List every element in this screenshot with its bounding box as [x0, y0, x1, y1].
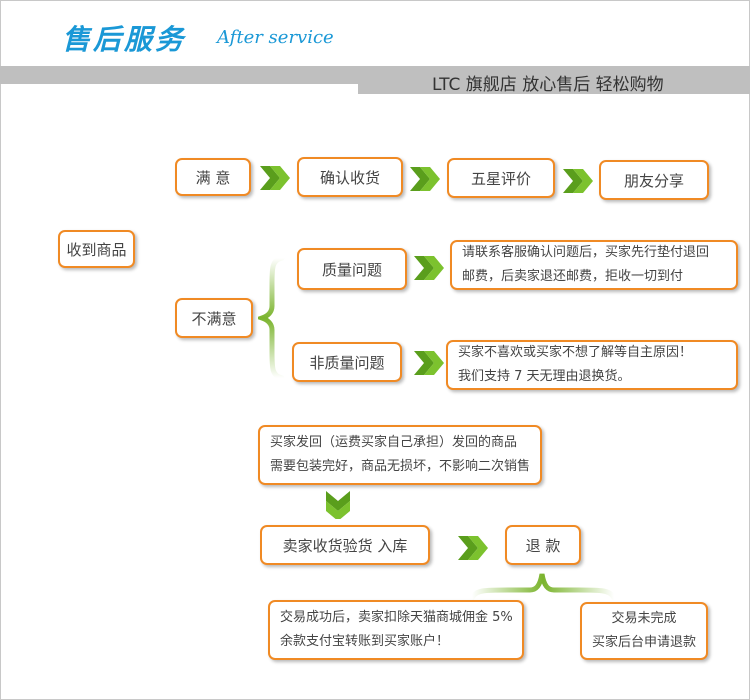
incomplete-note-line2: 买家后台申请退款 — [591, 635, 696, 650]
quality-note-line2: 邮费，后卖家退还邮费，拒收一切到付 — [462, 269, 684, 284]
page-subtitle: After service — [217, 27, 334, 48]
satisfied-label: 满 意 — [195, 168, 231, 187]
bottom-brace-icon — [469, 573, 617, 601]
share-friends-label: 朋友分享 — [623, 171, 684, 190]
return-note-line1: 买家发回（运费买家自己承担）发回的商品 — [270, 435, 518, 450]
seller-inspect-box: 卖家收货验货 入库 — [260, 525, 430, 565]
received-goods-label: 收到商品 — [66, 240, 127, 259]
double-chevron-icon — [260, 166, 290, 190]
incomplete-note-line1: 交易未完成 — [611, 611, 677, 626]
refund-label: 退 款 — [525, 536, 561, 555]
double-chevron-down-icon — [326, 491, 350, 519]
incomplete-note-box: 交易未完成 买家后台申请退款 — [580, 602, 708, 660]
satisfied-box: 满 意 — [175, 158, 251, 196]
header-banner-tab — [358, 66, 750, 94]
confirm-receipt-box: 确认收货 — [297, 157, 403, 197]
page-title: 售后服务 — [62, 23, 187, 56]
success-note-line2: 余款支付宝转账到买家账户！ — [280, 634, 450, 649]
quality-issue-box: 质量问题 — [297, 248, 407, 290]
unsatisfied-box: 不满意 — [175, 298, 253, 338]
non-quality-issue-label: 非质量问题 — [309, 353, 385, 372]
unsatisfied-label: 不满意 — [191, 309, 237, 328]
refund-box: 退 款 — [505, 525, 581, 565]
quality-note-box: 请联系客服确认问题后，买家先行垫付退回 邮费，后卖家退还邮费，拒收一切到付 — [450, 240, 738, 290]
return-note-box: 买家发回（运费买家自己承担）发回的商品 需要包装完好，商品无损坏，不影响二次销售 — [258, 425, 542, 485]
double-chevron-icon — [414, 256, 444, 280]
five-star-label: 五星评价 — [470, 169, 531, 188]
five-star-box: 五星评价 — [447, 158, 555, 198]
double-chevron-icon — [410, 167, 440, 191]
double-chevron-icon — [563, 169, 593, 193]
return-note-line2: 需要包装完好，商品无损坏，不影响二次销售 — [270, 459, 531, 474]
non-quality-note-line2: 我们支持 7 天无理由退换货。 — [458, 369, 631, 384]
store-tagline: LTC 旗舰店 放心售后 轻松购物 — [432, 75, 664, 95]
quality-issue-label: 质量问题 — [321, 260, 382, 279]
non-quality-note-box: 买家不喜欢或买家不想了解等自主原因！ 我们支持 7 天无理由退换货。 — [446, 340, 738, 390]
double-chevron-icon — [414, 351, 444, 375]
success-note-line1: 交易成功后，卖家扣除天猫商城佣金 5% — [280, 610, 513, 625]
non-quality-note-line1: 买家不喜欢或买家不想了解等自主原因！ — [458, 345, 693, 360]
success-note-box: 交易成功后，卖家扣除天猫商城佣金 5% 余款支付宝转账到买家账户！ — [268, 600, 524, 660]
share-friends-box: 朋友分享 — [599, 160, 709, 200]
double-chevron-icon — [458, 536, 488, 560]
quality-note-line1: 请联系客服确认问题后，买家先行垫付退回 — [462, 245, 710, 260]
left-brace-icon — [258, 255, 285, 381]
received-goods-box: 收到商品 — [58, 230, 135, 268]
non-quality-issue-box: 非质量问题 — [292, 342, 402, 382]
seller-inspect-label: 卖家收货验货 入库 — [282, 536, 408, 555]
confirm-receipt-label: 确认收货 — [319, 168, 380, 187]
